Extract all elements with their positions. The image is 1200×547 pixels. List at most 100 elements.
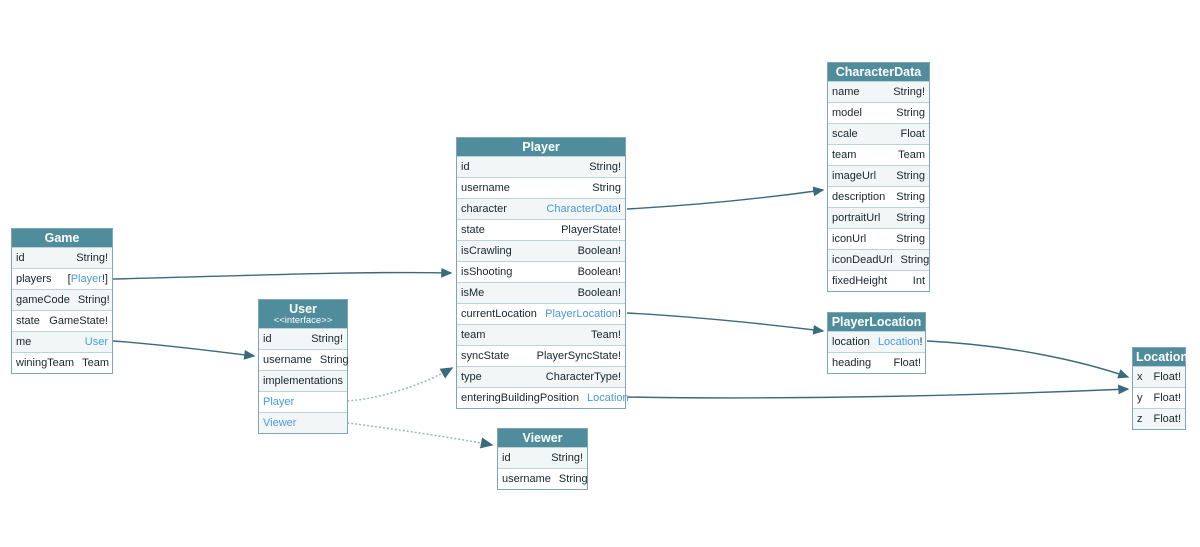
edge-player-enteringbuildingposition-to-location (626, 384, 1130, 399)
field-row-state[interactable]: state PlayerState! (457, 219, 625, 240)
field-name: id (16, 252, 25, 264)
field-name: enteringBuildingPosition (461, 392, 580, 404)
field-type: [Player!] (67, 273, 108, 285)
field-type: Location (587, 392, 629, 404)
table-header[interactable]: Player (457, 138, 625, 156)
field-name: isShooting (461, 266, 513, 278)
field-name: scale (832, 128, 858, 140)
field-row-fixedHeight[interactable]: fixedHeight Int (828, 270, 929, 291)
table-header[interactable]: Game (12, 229, 112, 247)
field-type: Float! (1153, 392, 1181, 404)
edge-game-players-to-player (112, 267, 453, 280)
field-type: String (592, 182, 621, 194)
field-type: Int (912, 275, 925, 287)
field-type: String! (77, 294, 110, 306)
field-type: String (896, 170, 925, 182)
table-header[interactable]: PlayerLocation (828, 313, 925, 331)
field-type: Float! (893, 357, 921, 369)
type-link-characterdata[interactable]: CharacterData (546, 203, 618, 215)
field-type: String (896, 212, 925, 224)
impl-row-player[interactable]: Player (259, 391, 347, 412)
field-row-scale[interactable]: scale Float (828, 123, 929, 144)
table-header[interactable]: Viewer (498, 429, 587, 447)
type-link-playerlocation[interactable]: PlayerLocation (545, 308, 618, 320)
field-name: id (502, 452, 511, 464)
field-name: iconUrl (832, 233, 867, 245)
table-title: Viewer (522, 431, 563, 445)
field-type: Boolean! (577, 266, 621, 278)
type-link-location[interactable]: Location (877, 336, 920, 348)
field-name: description (832, 191, 886, 203)
field-type: String (900, 254, 930, 266)
implementations-row: implementations (259, 370, 347, 391)
table-title: Player (522, 140, 560, 154)
table-header[interactable]: Location (1133, 348, 1188, 366)
field-row-players[interactable]: players[Player!] (12, 268, 112, 289)
field-row-isShooting[interactable]: isShooting Boolean! (457, 261, 625, 282)
field-type: String! (893, 86, 925, 98)
field-type: PlayerState! (561, 224, 621, 236)
field-name: currentLocation (461, 308, 537, 320)
field-name: state (461, 224, 485, 236)
table-title: CharacterData (835, 65, 922, 79)
implementations-label: implementations (262, 375, 344, 387)
field-name: isMe (461, 287, 485, 299)
field-row-enteringBuildingPosition[interactable]: enteringBuildingPosition Location (457, 387, 629, 408)
field-name: z (1137, 413, 1143, 425)
field-type: CharacterType! (545, 371, 621, 383)
type-link-player[interactable]: Player (263, 396, 295, 408)
field-type: String! (589, 161, 621, 173)
field-type: Float! (1153, 371, 1181, 383)
type-link-location[interactable]: Location (587, 392, 629, 404)
edge-user-viewer-to-viewer (347, 422, 494, 449)
field-type: Float (900, 128, 925, 140)
type-link-user[interactable]: User (84, 336, 108, 348)
table-header[interactable]: User<<interface>> (259, 300, 347, 328)
type-link-viewer[interactable]: Viewer (263, 417, 297, 429)
field-name: fixedHeight (832, 275, 888, 287)
impl-row-viewer[interactable]: Viewer (259, 412, 347, 433)
type-link-player[interactable]: Player (70, 273, 102, 285)
field-name: character (461, 203, 507, 215)
table-header[interactable]: CharacterData (828, 63, 929, 81)
field-name: id (263, 333, 272, 345)
